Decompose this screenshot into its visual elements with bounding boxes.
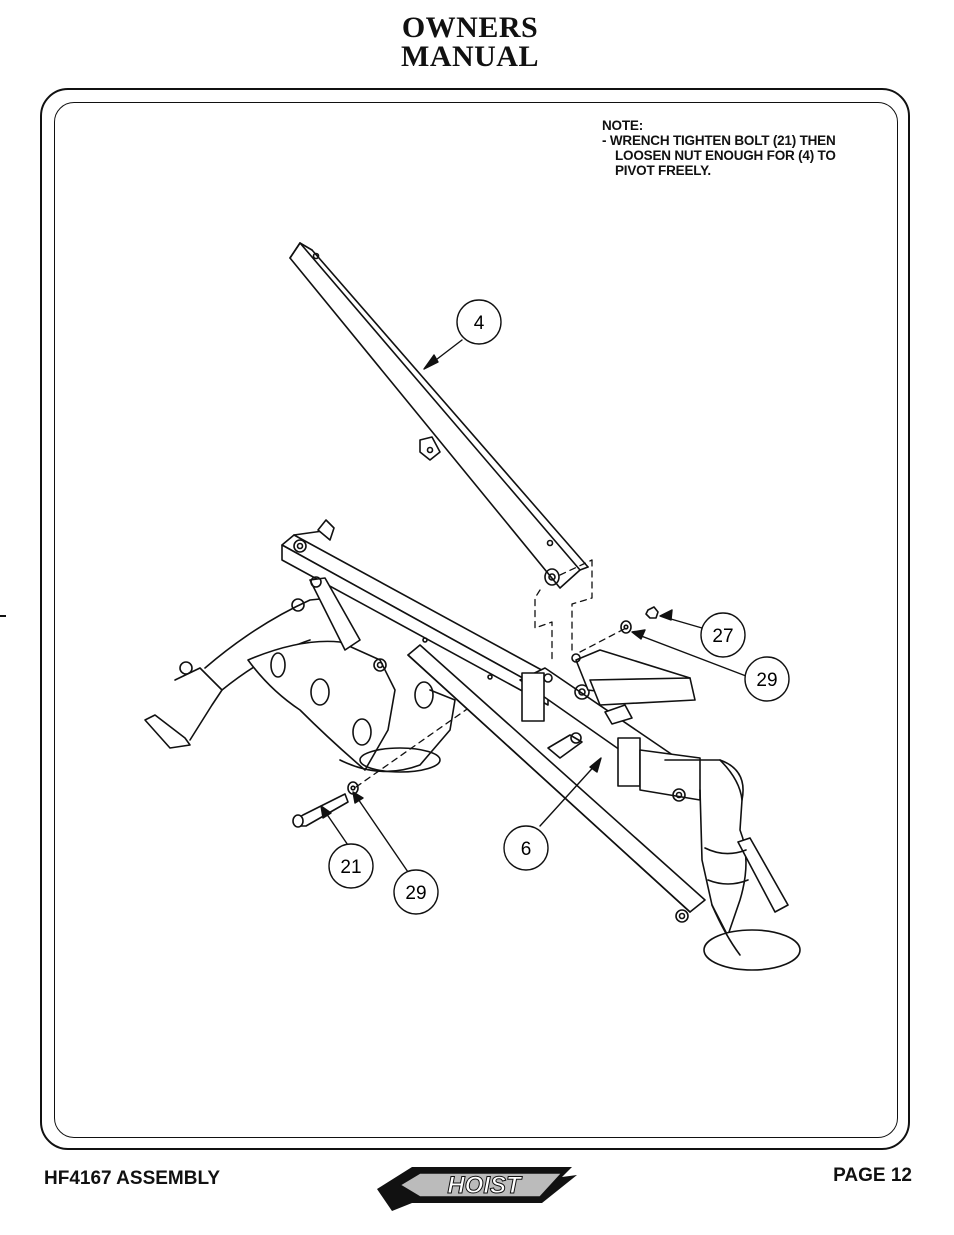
callout-29-lower: 29 (393, 869, 439, 915)
footer-assembly-label: HF4167 ASSEMBLY (44, 1168, 220, 1189)
page-number: PAGE 12 (833, 1165, 912, 1186)
title-line-1: OWNERS (401, 11, 539, 44)
alignment-guides (355, 559, 629, 788)
callout-29-upper: 29 (744, 656, 790, 702)
leader-lines (320, 339, 747, 873)
note-line-2: LOOSEN NUT ENOUGH FOR (4) TO (615, 148, 836, 163)
page-frame-outer (40, 88, 910, 1150)
front-upright (664, 759, 801, 971)
page-frame-inner (54, 102, 898, 1138)
callout-6: 6 (503, 825, 549, 871)
callout-4: 4 (456, 299, 502, 345)
callout-4-label: 4 (474, 313, 485, 334)
rear-leg-assembly (144, 576, 456, 773)
callout-27-label: 27 (712, 626, 733, 647)
callout-21-label: 21 (340, 857, 361, 878)
title-line-2: MANUAL (401, 40, 539, 73)
assembly-note: NOTE: - WRENCH TIGHTEN BOLT (21) THEN LO… (602, 118, 836, 178)
note-heading: NOTE: (602, 118, 643, 133)
callout-29-lower-label: 29 (405, 883, 426, 904)
callout-29-upper-label: 29 (756, 670, 777, 691)
rear-rail-part-6 (407, 644, 706, 913)
callout-27: 27 (700, 612, 746, 658)
washer-part-29-upper (620, 620, 632, 634)
margin-mark (0, 615, 6, 617)
bolt-part-21 (292, 793, 349, 828)
pivot-arm-part-4 (289, 242, 589, 589)
main-frame-rail (281, 519, 561, 706)
callout-21: 21 (328, 843, 374, 889)
note-line-3: PIVOT FREELY. (615, 163, 711, 178)
mounting-bracket (571, 649, 696, 706)
callout-6-label: 6 (521, 839, 532, 860)
hoist-logo: HOIST (372, 1155, 582, 1218)
logo-text: HOIST (447, 1172, 523, 1199)
note-line-1: - WRENCH TIGHTEN BOLT (21) THEN (602, 133, 836, 148)
nut-part-27 (645, 606, 659, 619)
